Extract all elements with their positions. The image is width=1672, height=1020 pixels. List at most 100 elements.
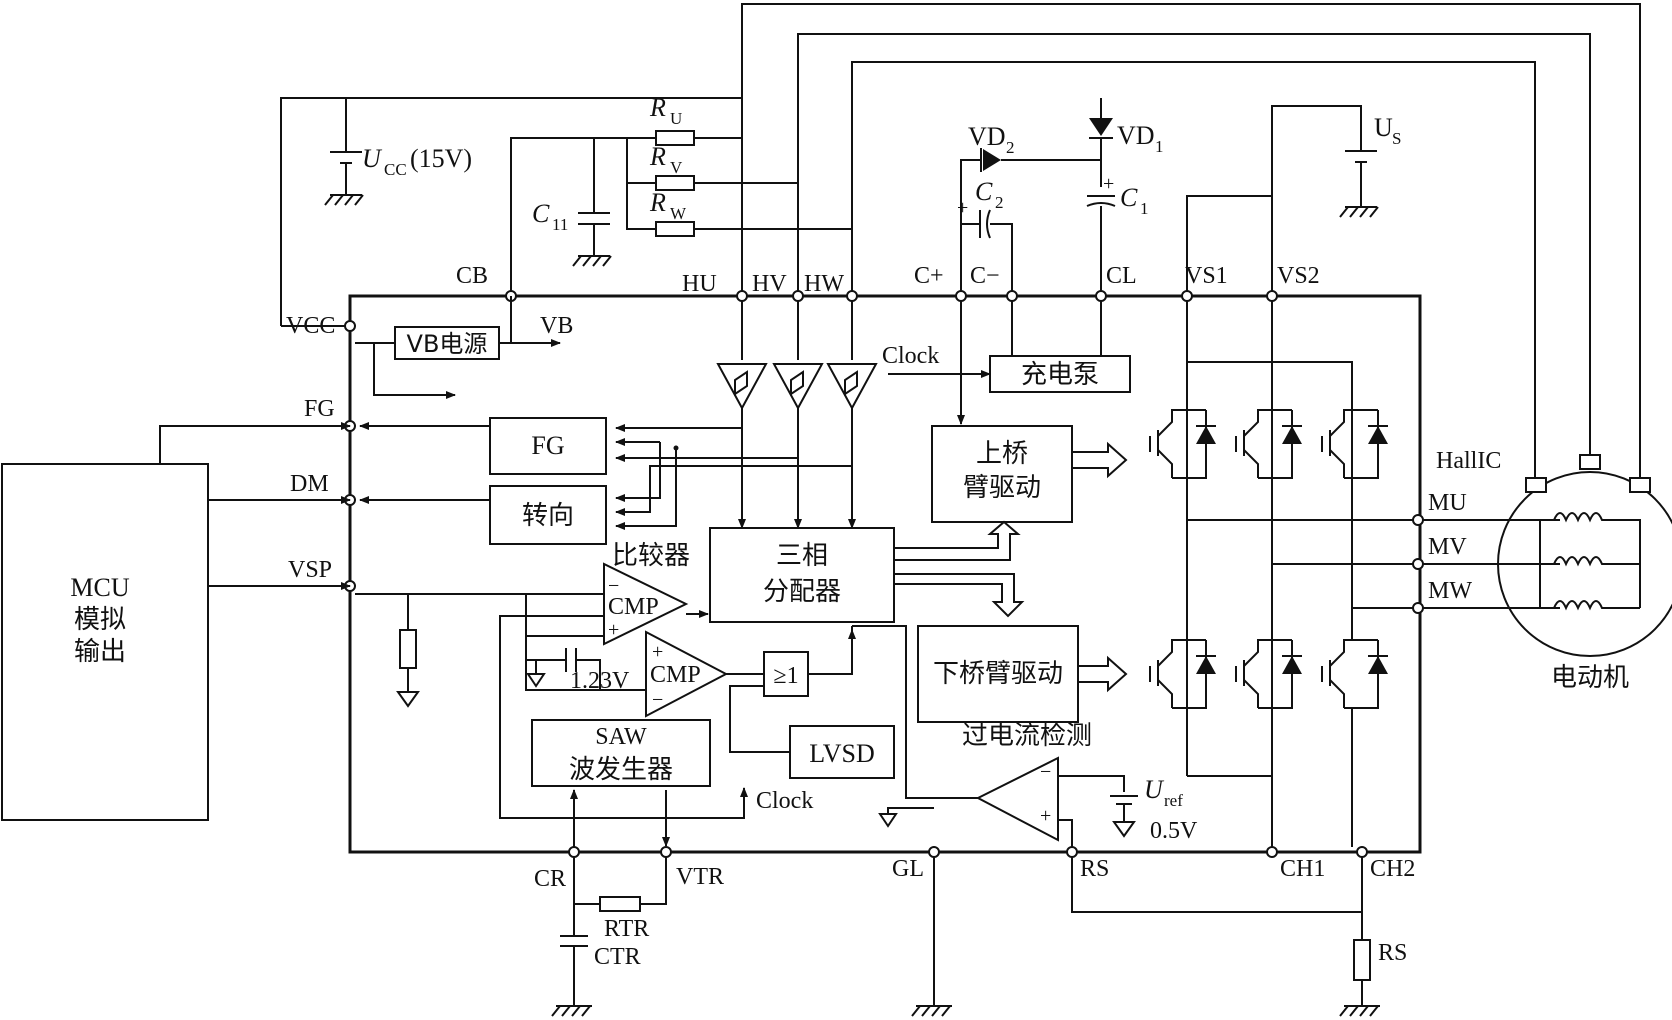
- hall-amp-u: [716, 301, 768, 529]
- c11-sub: 11: [552, 215, 568, 234]
- or-gate-label: ≥1: [773, 663, 798, 689]
- pin-ch1: CH1: [1280, 856, 1325, 882]
- overcurrent-label: 过电流检测: [962, 721, 1092, 751]
- pin-mv: MV: [1428, 534, 1467, 560]
- pin-vtr: VTR: [676, 864, 724, 890]
- pin-ch2: CH2: [1370, 856, 1415, 882]
- c2-sub: 2: [995, 193, 1004, 212]
- ucc-battery: [280, 97, 742, 326]
- hallic-label: HallIC: [1436, 448, 1501, 474]
- ucc-value: (15V): [410, 144, 472, 173]
- cmp1-label: CMP: [608, 594, 659, 620]
- hall-amp-v: [772, 301, 824, 529]
- pin-cminus: C−: [970, 263, 1000, 289]
- oc-plus: +: [1040, 805, 1051, 827]
- pin-mu: MU: [1428, 490, 1467, 516]
- fg-block: [489, 417, 607, 475]
- us-label: U: [1374, 113, 1393, 142]
- pin-hu: HU: [682, 271, 717, 297]
- pin-vsp: VSP: [288, 557, 332, 583]
- pin-vcc: VCC: [286, 313, 335, 339]
- uref-label: U: [1144, 775, 1165, 804]
- pin-rs: RS: [1080, 856, 1109, 882]
- pin-vs2: VS2: [1277, 263, 1320, 289]
- saw-line1: SAW: [595, 724, 647, 750]
- mcu-line3: 输出: [74, 637, 126, 667]
- c2-label: C: [975, 177, 993, 206]
- c1-sub: 1: [1140, 199, 1149, 218]
- cmp1-plus: +: [608, 619, 619, 641]
- c2-plus: +: [957, 197, 968, 219]
- vb-label: VB: [540, 313, 573, 339]
- ru-sub: U: [670, 109, 682, 128]
- pin-fg: FG: [304, 396, 335, 422]
- fg-block-label: FG: [531, 431, 564, 460]
- saw-block: [531, 719, 711, 787]
- cmp2-minus: −: [652, 689, 663, 711]
- ref-123-label: 1.23V: [570, 668, 630, 694]
- direction-block: [489, 485, 607, 545]
- pin-cb: CB: [456, 263, 488, 289]
- pin-gl: GL: [892, 856, 924, 882]
- vb-power-label: VB电源: [407, 330, 488, 358]
- mcu-line2: 模拟: [74, 605, 126, 635]
- rtr-label: RTR: [604, 916, 649, 942]
- oc-minus: −: [1040, 761, 1051, 783]
- cmp1-minus: −: [608, 575, 619, 597]
- vd2-sub: 2: [1006, 138, 1015, 157]
- three-phase-block: [709, 527, 895, 623]
- pin-mw: MW: [1428, 578, 1472, 604]
- pin-cplus: C+: [914, 263, 944, 289]
- rv-sub: V: [670, 158, 683, 177]
- upper-driver-line1: 上桥: [976, 439, 1028, 469]
- ic-boundary: [348, 294, 1422, 854]
- c11-label: C: [532, 199, 550, 228]
- hall-amp-w: [826, 301, 878, 529]
- vd1-label: VD: [1117, 121, 1155, 150]
- vb-power-block: [394, 326, 500, 360]
- pin-dm: DM: [290, 471, 329, 497]
- cmp2-plus: +: [652, 641, 663, 663]
- comparator-label: 比较器: [612, 541, 690, 571]
- rv-label: R: [649, 142, 666, 171]
- uref-value: 0.5V: [1150, 818, 1198, 844]
- lvsd-block: [789, 725, 895, 779]
- motor-body: [1497, 471, 1672, 657]
- charge-pump-block: [989, 355, 1131, 393]
- rw-sub: W: [670, 204, 687, 223]
- upper-driver-block: [931, 425, 1073, 523]
- upper-driver-line2: 臂驱动: [963, 473, 1041, 503]
- rw-label: R: [649, 188, 666, 217]
- igbt-upper-1: [1149, 409, 1216, 479]
- lvsd-label: LVSD: [809, 739, 875, 768]
- pin-hw: HW: [804, 271, 844, 297]
- igbt-upper-2: [1235, 409, 1302, 479]
- three-phase-line2: 分配器: [763, 577, 841, 607]
- ru-label: R: [649, 93, 666, 122]
- clock-pump-label: Clock: [882, 343, 939, 369]
- ctr-label: CTR: [594, 944, 641, 970]
- vd1-sub: 1: [1155, 137, 1164, 156]
- clock-saw-label: Clock: [756, 788, 813, 814]
- igbt-lower-3: [1321, 639, 1388, 709]
- pin-cl: CL: [1106, 263, 1137, 289]
- charge-pump-label: 充电泵: [1021, 360, 1099, 390]
- pin-vs1: VS1: [1185, 263, 1228, 289]
- c1-label: C: [1120, 183, 1138, 212]
- saw-line2: 波发生器: [569, 755, 673, 785]
- direction-block-label: 转向: [522, 501, 574, 531]
- mcu-block: [1, 463, 209, 821]
- uref-sub: ref: [1164, 791, 1183, 810]
- pin-hv: HV: [752, 271, 787, 297]
- c1-plus: +: [1103, 173, 1114, 195]
- rs-resistor-label: RS: [1378, 940, 1407, 966]
- pin-cr: CR: [534, 866, 566, 892]
- lower-driver-label: 下桥臂驱动: [933, 659, 1063, 689]
- igbt-lower-1: [1149, 639, 1216, 709]
- cmp2-label: CMP: [650, 662, 701, 688]
- igbt-lower-2: [1235, 639, 1302, 709]
- vd2-label: VD: [968, 122, 1006, 151]
- motor-label: 电动机: [1551, 663, 1629, 693]
- mcu-line1: MCU: [70, 573, 129, 602]
